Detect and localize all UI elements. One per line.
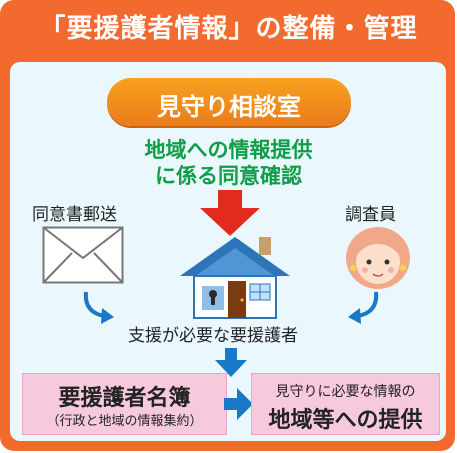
envelope-icon [42,226,124,284]
consent-text-line2: に係る同意確認 [155,164,302,188]
page-title: 「要援護者情報」の整備・管理 [39,14,418,44]
information-provision-box: 見守りに必要な情報の 地域等への提供 [251,373,440,435]
mail-consent-label: 同意書郵送 [32,205,117,225]
provision-title: 地域等への提供 [268,408,423,433]
consultation-room-badge: 見守り相談室 [107,78,351,126]
right-curved-arrow-icon [348,291,379,324]
blue-down-arrow-icon [215,348,247,377]
support-needed-label: 支援が必要な要援護者 [128,326,298,346]
provision-subtitle: 見守りに必要な情報の [275,384,416,400]
house-icon [180,237,290,319]
registry-title: 要援護者名簿 [58,386,191,411]
left-curved-arrow-icon [83,291,114,324]
blue-right-arrow-icon [224,388,253,420]
investigator-label: 調査員 [345,205,396,225]
red-down-arrow-icon [200,190,260,236]
consultation-room-label: 見守り相談室 [157,93,301,121]
investigator-face-icon [346,227,410,289]
registry-box: 要援護者名簿 （行政と地域の情報集約） [22,373,227,435]
consent-text-line1: 地域への情報提供 [144,138,313,162]
registry-subtitle: （行政と地域の情報集約） [46,414,203,429]
